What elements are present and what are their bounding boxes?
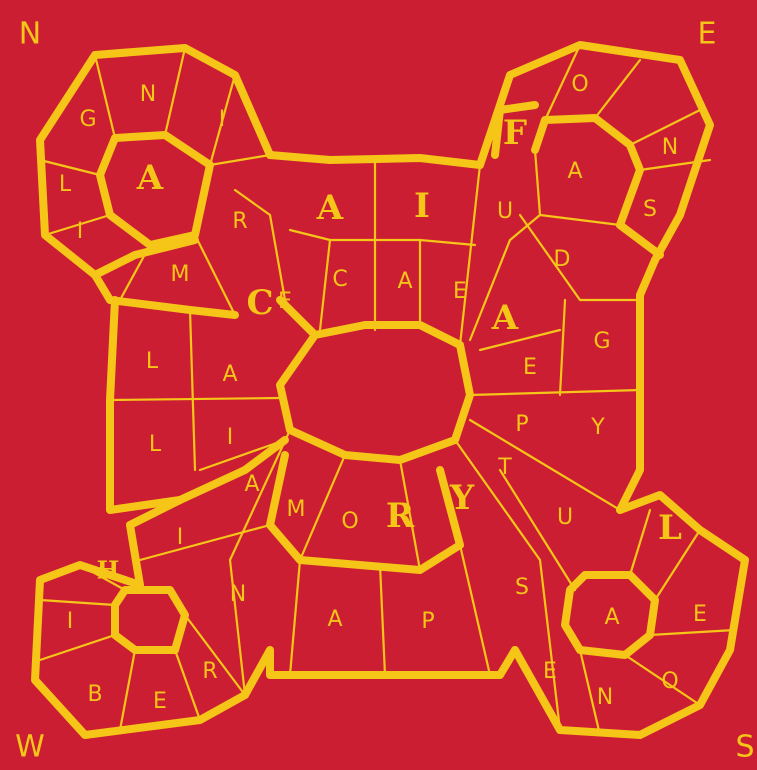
cell-letter[interactable]: I <box>219 107 226 132</box>
cell-letter[interactable]: L <box>59 172 72 197</box>
cell-letter[interactable]: E <box>453 279 467 304</box>
cell-letter[interactable]: A <box>222 362 237 387</box>
cell-letter[interactable]: N <box>662 135 678 160</box>
cell-letter[interactable]: N <box>140 82 156 107</box>
cell-letter-bold[interactable]: I <box>414 186 430 226</box>
compass-south: S <box>735 730 754 765</box>
cell-letter[interactable]: B <box>87 682 102 707</box>
cell-letter-bold[interactable]: A <box>316 188 344 228</box>
cell-letter-bold[interactable]: Y <box>449 478 475 518</box>
cell-letter[interactable]: I <box>77 219 84 244</box>
cell-letter-bold[interactable]: A <box>491 298 519 338</box>
cell-letter[interactable]: M <box>287 497 306 522</box>
cell-letter[interactable]: L <box>146 349 159 374</box>
cell-letter[interactable]: N <box>230 582 246 607</box>
cell-letter[interactable]: E <box>543 659 557 684</box>
cell-letter[interactable]: G <box>79 107 96 132</box>
cell-letter[interactable]: N <box>597 685 613 710</box>
cell-letter[interactable]: C <box>332 267 347 292</box>
cell-letter[interactable]: I <box>227 425 234 450</box>
cell-letter[interactable]: P <box>421 609 434 634</box>
cell-letter[interactable]: I <box>67 609 74 634</box>
cell-letter[interactable]: S <box>515 575 529 600</box>
cell-letter[interactable]: Y <box>590 415 605 440</box>
cell-letter[interactable]: I <box>177 525 184 550</box>
cell-letter[interactable]: E <box>278 289 292 314</box>
compass-north: N <box>19 17 41 52</box>
cell-letter[interactable]: T <box>497 455 512 480</box>
cell-letter[interactable]: A <box>397 269 412 294</box>
cell-letter[interactable]: O <box>661 669 678 694</box>
cell-letter[interactable]: O <box>341 509 358 534</box>
cell-letter[interactable]: R <box>202 659 217 684</box>
cell-letter-bold[interactable]: H <box>97 556 120 585</box>
cell-letter[interactable]: P <box>515 412 528 437</box>
cell-letter[interactable]: L <box>149 432 162 457</box>
cell-letter-bold[interactable]: R <box>386 496 415 536</box>
cell-letter[interactable]: G <box>593 329 610 354</box>
cell-letter[interactable]: A <box>567 159 582 184</box>
cell-letter[interactable]: E <box>693 602 707 627</box>
cell-letter[interactable]: E <box>523 355 537 380</box>
cell-letter[interactable]: D <box>554 247 571 272</box>
compass-east: E <box>698 17 717 52</box>
cell-letter-bold[interactable]: L <box>658 508 682 548</box>
cell-letter-bold[interactable]: F <box>503 113 527 153</box>
cell-letter[interactable]: A <box>604 605 619 630</box>
cell-letter[interactable]: U <box>557 505 573 530</box>
cell-letter[interactable]: S <box>643 197 657 222</box>
cell-letter[interactable]: A <box>244 472 259 497</box>
compass-west: W <box>15 730 45 765</box>
cell-letter[interactable]: O <box>571 72 588 97</box>
cell-letter[interactable]: R <box>232 209 247 234</box>
cell-letter-bold[interactable]: C <box>246 283 273 323</box>
cell-letter[interactable]: U <box>497 199 513 224</box>
cell-letter[interactable]: A <box>327 607 342 632</box>
cell-letter[interactable]: M <box>171 262 190 287</box>
cell-letter-bold[interactable]: A <box>136 158 164 198</box>
cell-letter[interactable]: E <box>153 689 167 714</box>
